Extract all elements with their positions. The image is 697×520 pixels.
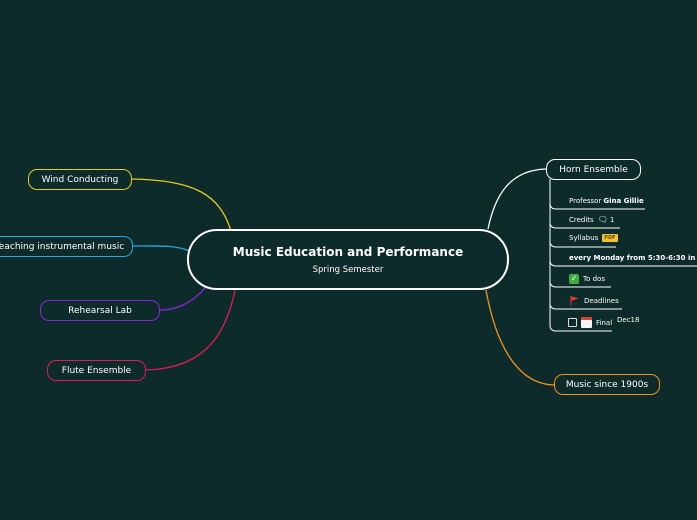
- pdf-attachment-icon[interactable]: PDF: [602, 234, 618, 242]
- topic-label: Teaching instrumental music: [0, 241, 125, 252]
- topic-label: Horn Ensemble: [559, 164, 628, 175]
- subtopic-todos[interactable]: ✓ To dos: [569, 274, 605, 284]
- central-topic-title: Music Education and Performance: [232, 244, 464, 259]
- horn-subtree-connectors: [549, 202, 697, 332]
- topic-horn-ensemble[interactable]: Horn Ensemble: [546, 159, 641, 180]
- topic-rehearsal-lab[interactable]: Rehearsal Lab: [40, 300, 160, 321]
- final-date-text: Dec18: [617, 316, 640, 324]
- link-horn-ensemble: [487, 168, 547, 230]
- subtopic-credits[interactable]: Credits 🗨 1: [569, 215, 614, 224]
- subtopic-schedule[interactable]: every Monday from 5:30-6:30 in MBR: [569, 254, 697, 262]
- green-checkbox-icon[interactable]: ✓: [569, 274, 579, 284]
- link-flute-ensemble: [144, 289, 236, 371]
- link-music-since-1900s: [485, 289, 555, 386]
- comment-icon[interactable]: 🗨: [597, 215, 608, 224]
- calendar-icon: [581, 317, 592, 328]
- schedule-text: every Monday from 5:30-6:30 in MBR: [569, 254, 697, 262]
- topic-label: Rehearsal Lab: [68, 305, 132, 316]
- central-topic[interactable]: Music Education and Performance Spring S…: [187, 229, 509, 290]
- topic-label: Music since 1900s: [565, 379, 649, 390]
- link-rehearsal-lab: [159, 286, 207, 311]
- red-flag-icon: [570, 295, 579, 306]
- topic-label: Wind Conducting: [41, 174, 119, 185]
- subtopic-deadlines[interactable]: Deadlines: [569, 295, 619, 306]
- final-date: Dec18: [617, 316, 639, 324]
- syllabus-label: Syllabus: [569, 234, 599, 242]
- subtopic-professor[interactable]: Professor Gina Gillie: [569, 197, 644, 205]
- topic-wind-conducting[interactable]: Wind Conducting: [28, 169, 132, 190]
- topic-teaching-instrumental-music[interactable]: Teaching instrumental music: [0, 236, 133, 257]
- comment-count: 1: [609, 215, 615, 224]
- subtopic-final[interactable]: Final: [568, 317, 612, 328]
- empty-checkbox-icon[interactable]: [568, 318, 577, 327]
- link-teaching: [132, 245, 191, 252]
- professor-prefix: Professor: [569, 197, 602, 205]
- link-wind-conducting: [131, 178, 232, 232]
- topic-music-since-1900s[interactable]: Music since 1900s: [554, 374, 660, 395]
- todos-label: To dos: [583, 275, 605, 283]
- deadlines-label: Deadlines: [584, 296, 619, 305]
- final-label: Final: [596, 318, 613, 327]
- professor-name: Gina Gillie: [603, 197, 644, 205]
- topic-label: Flute Ensemble: [61, 365, 132, 376]
- credits-label: Credits: [569, 215, 594, 224]
- subtopic-syllabus[interactable]: Syllabus PDF: [569, 234, 618, 242]
- central-topic-subtitle: Spring Semester: [312, 264, 384, 275]
- topic-flute-ensemble[interactable]: Flute Ensemble: [47, 360, 146, 381]
